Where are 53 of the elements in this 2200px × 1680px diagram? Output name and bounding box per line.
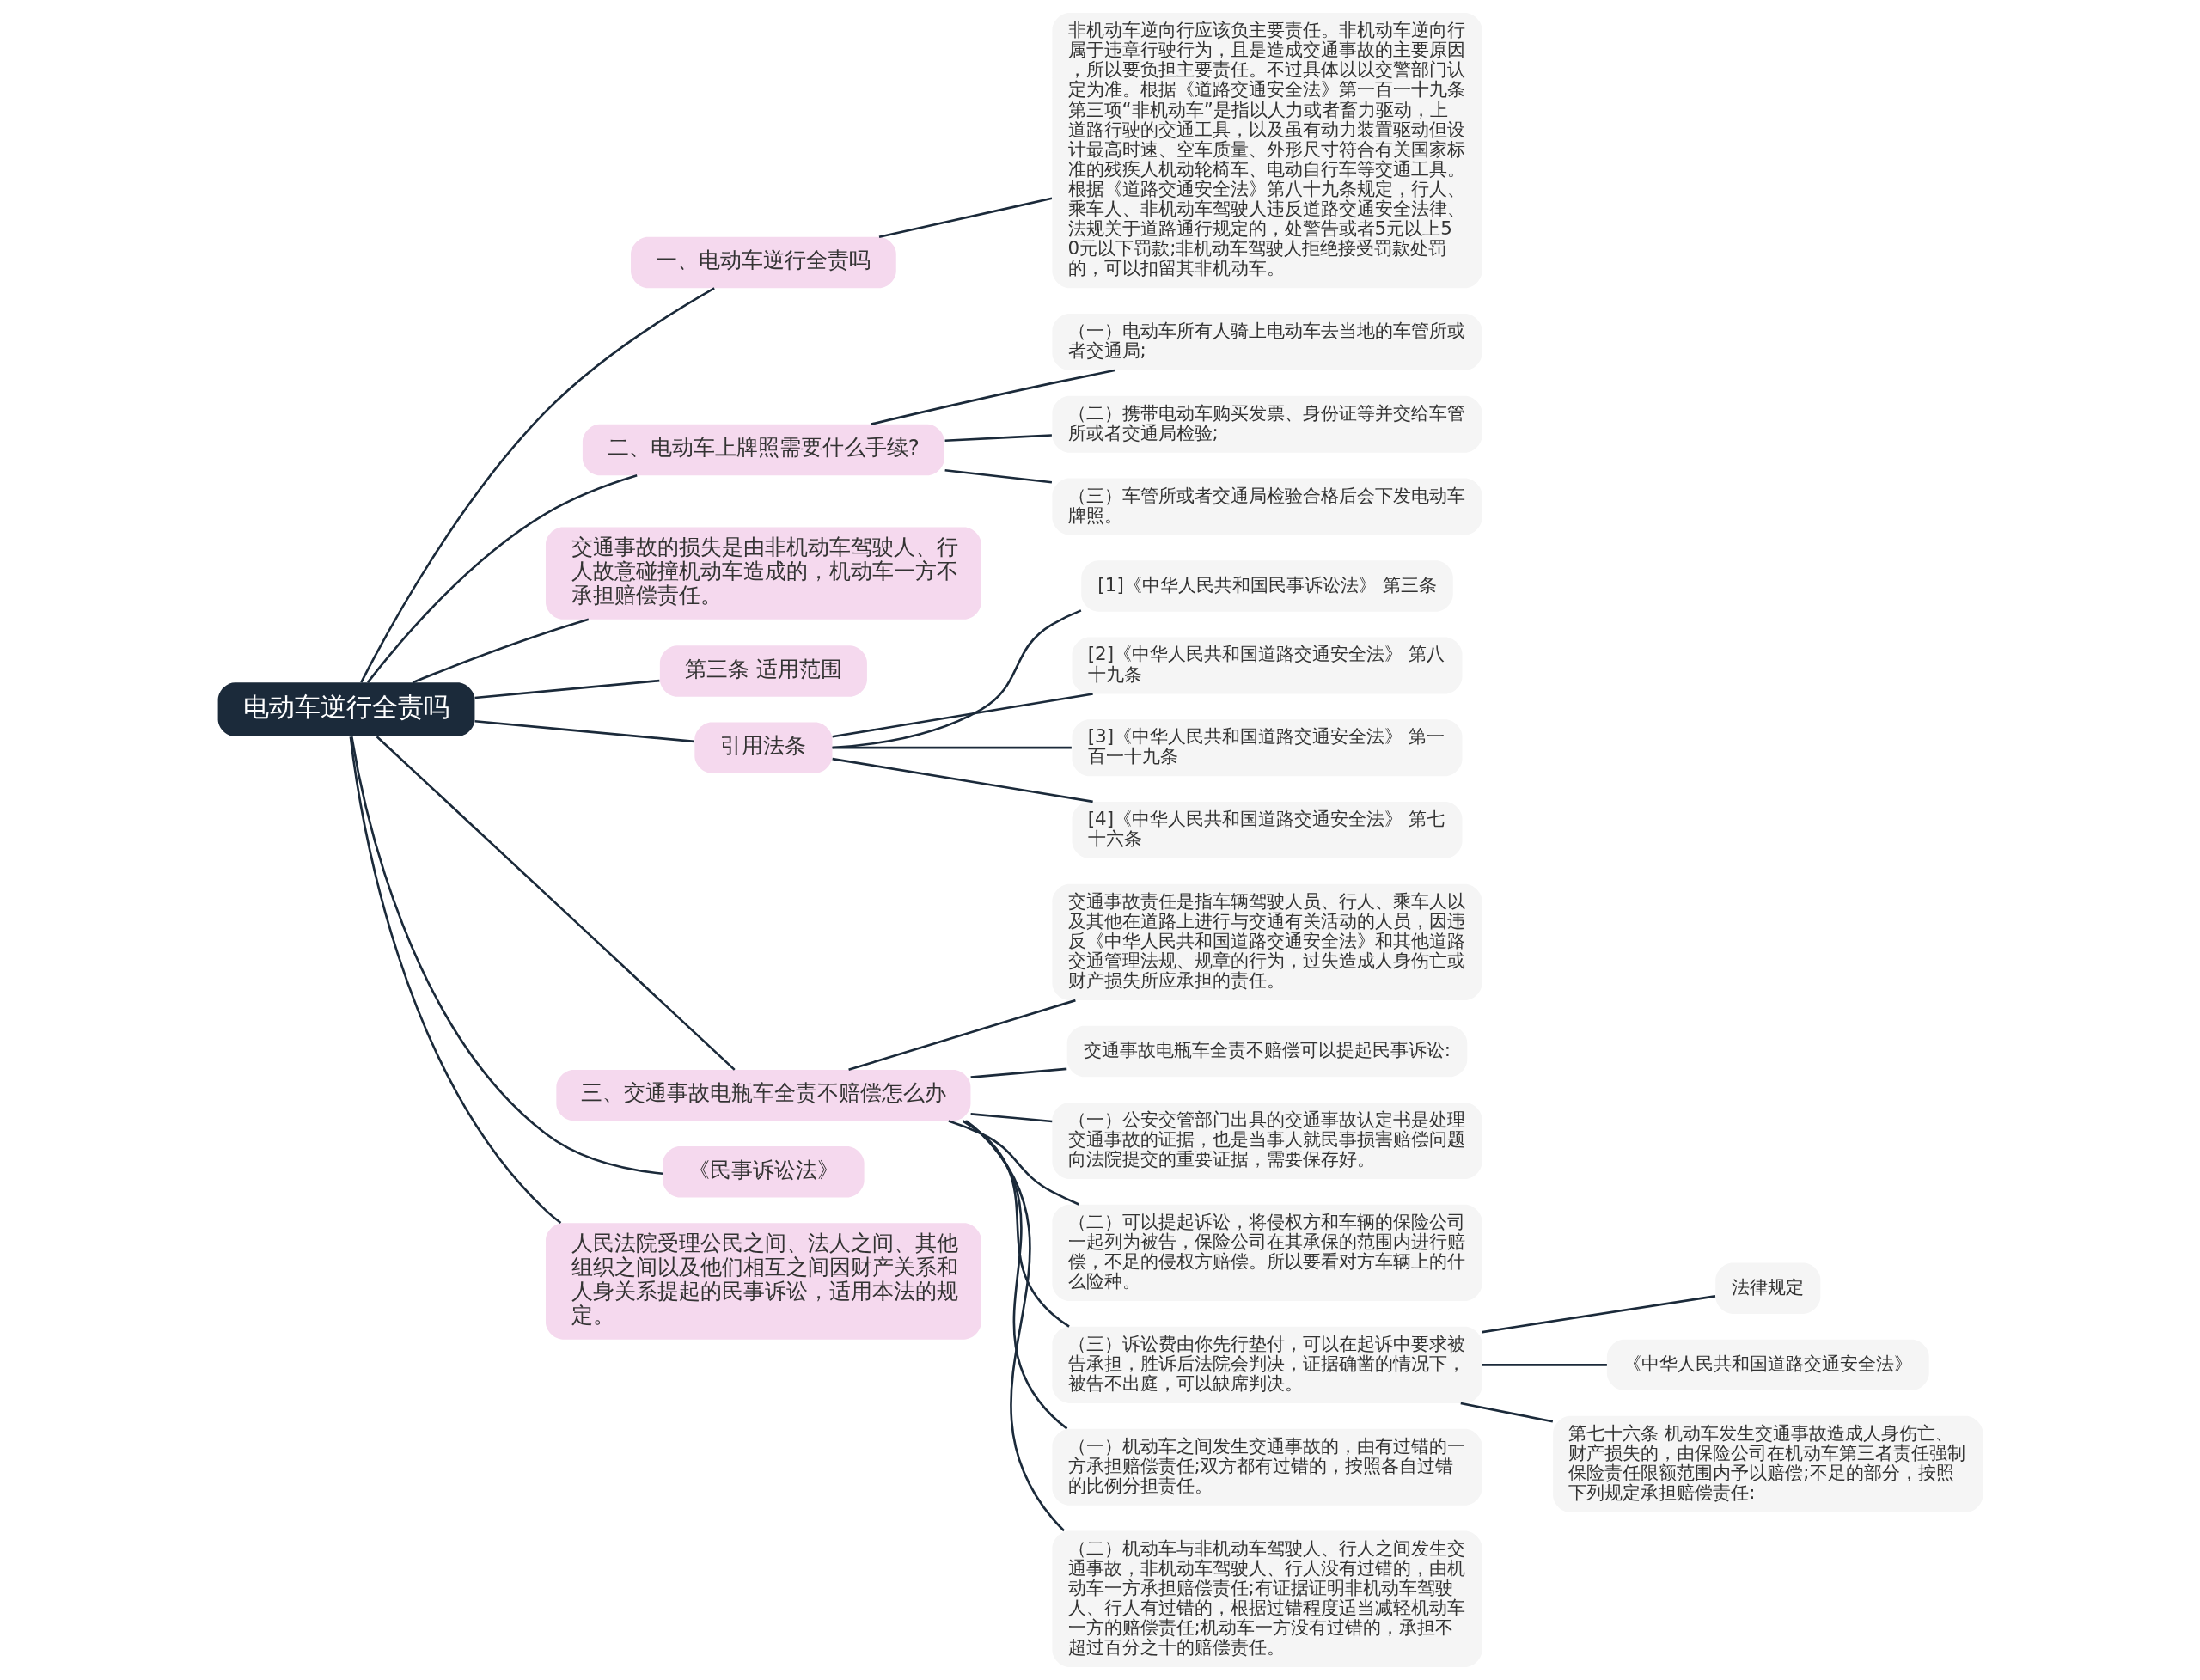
node-box: （二）可以提起诉讼，将侵权方和车辆的保险公司一起列为被告，保险公司在其承保的范围内进行赔偿，不足的侵权方赔偿。所以要看对方车辆上的什么险种。 [1051, 1204, 1482, 1302]
node-box: 《民事诉讼法》 [662, 1146, 865, 1198]
connector [832, 609, 1081, 749]
connector [831, 757, 1093, 803]
connector [963, 1120, 1067, 1430]
node-box: 交通事故责任是指车辆驾驶人员、行人、乘车人以及其他在道路上进行与交通有关活动的人员，因违反《中华人民共和国道路交通安全法》和其他道路交通管理法规、规章的行为，过失造成人身伤亡或财产损失所应承担的责任。 [1051, 883, 1482, 1001]
connector [1460, 1402, 1553, 1423]
connector [970, 1067, 1066, 1078]
node-box: （一）机动车之间发生交通事故的，由有过错的一方承担赔偿责任;双方都有过错的，按照各自过错的比例分担责任。 [1051, 1428, 1482, 1506]
connector [948, 1120, 1079, 1206]
connector [847, 999, 1076, 1072]
node-box: 法律规定 [1714, 1262, 1820, 1314]
connector [1482, 1295, 1715, 1334]
node-box: 第七十六条 机动车发生交通事故造成人身伤亡、财产损失的，由保险公司在机动车第三者责任强制保险责任限额范围内予以赔偿;不足的部分，按照下列规定承担赔偿责任: [1552, 1415, 1983, 1513]
node-box: （三）诉讼费由你先行垫付，可以在起诉中要求被告承担，胜诉后法院会判决，证据确凿的情况下，被告不出庭，可以缺席判决。 [1051, 1326, 1482, 1403]
connector [366, 474, 638, 683]
node-box: [1]《中华人民共和国民事诉讼法》 第三条 [1080, 560, 1453, 612]
connector [832, 746, 1072, 749]
node-box: 一、电动车逆行全责吗 [630, 236, 896, 289]
connector [1482, 1364, 1607, 1366]
node-box: 交通事故的损失是由非机动车驾驶人、行人故意碰撞机动车造成的，机动车一方不承担赔偿责任。 [545, 527, 981, 620]
connector [412, 618, 589, 684]
node-box: （二）机动车与非机动车驾驶人、行人之间发生交通事故，非机动车驾驶人、行人没有过错的，由机动车一方承担赔偿责任;有证据证明非机动车驾驶人、行人有过错的，根据过错程度适当减轻机动车一方的赔偿责任;机动车一方没有过错的，承担不超过百分之十的赔偿责任。 [1051, 1530, 1482, 1667]
node-box: 引用法条 [694, 722, 832, 773]
connector [944, 468, 1052, 484]
connector [359, 287, 715, 683]
connector [870, 369, 1115, 425]
connector [474, 719, 694, 743]
connector [944, 434, 1052, 443]
node-box: （一）电动车所有人骑上电动车去当地的车管所或者交通局; [1051, 314, 1482, 371]
connector [962, 1120, 1070, 1328]
node-box: 《中华人民共和国道路交通安全法》 [1606, 1339, 1929, 1391]
connector [350, 736, 663, 1176]
node-box: （三）车管所或者交通局检验合格后会下发电动车牌照。 [1051, 478, 1482, 535]
node-box: （一）公安交管部门出具的交通事故认定书是处理交通事故的证据，也是当事人就民事损害赔偿问题向法院提交的重要证据，需要保存好。 [1051, 1102, 1482, 1180]
node-box: 第三条 适用范围 [659, 645, 867, 697]
node-box: 交通事故电瓶车全责不赔偿可以提起民事诉讼: [1066, 1025, 1467, 1078]
node-box: 非机动车逆向行应该负主要责任。非机动车逆向行属于违章行驶行为，且是造成交通事故的主要原因，所以要负担主要责任。不过具体以以交警部门认定为准。根据《道路交通安全法》第一百一十九条第三项“非机动车”是指以人力或者畜力驱动，上道路行驶的交通工具，以及虽有动力装置驱动但设计最高时速、空车质量、外形尺寸符合有关国家标准的残疾人机动轮椅车、电动自行车等交通工具。根据《道路交通安全法》第八十九条规定，行人、乘车人、非机动车驾驶人违反道路交通安全法律、法规关于道路通行规定的，处警告或者5元以上50元以下罚款;非机动车驾驶人拒绝接受罚款处罚的，可以扣留其非机动车。 [1051, 13, 1482, 289]
connector [964, 1120, 1065, 1532]
node-box: [4]《中华人民共和国道路交通安全法》 第七十六条 [1072, 801, 1462, 858]
node-box: [2]《中华人民共和国道路交通安全法》 第八十九条 [1072, 637, 1462, 694]
connector [474, 679, 659, 699]
connector [970, 1113, 1052, 1123]
connector [376, 736, 736, 1071]
node-box: 人民法院受理公民之间、法人之间、其他组织之间以及他们相互之间因财产关系和人身关系提起的民事诉讼，适用本法的规定。 [545, 1223, 981, 1340]
node-box: [3]《中华人民共和国道路交通安全法》 第一百一十九条 [1072, 719, 1462, 777]
connector [878, 197, 1052, 239]
connector [349, 736, 561, 1225]
node-box: 三、交通事故电瓶车全责不赔偿怎么办 [555, 1069, 970, 1121]
node-box: 二、电动车上牌照需要什么手续? [582, 424, 944, 476]
node-box: （二）携带电动车购买发票、身份证等并交给车管所或者交通局检验; [1051, 395, 1482, 453]
connector [831, 693, 1093, 738]
node-box: 电动车逆行全责吗 [217, 682, 474, 736]
